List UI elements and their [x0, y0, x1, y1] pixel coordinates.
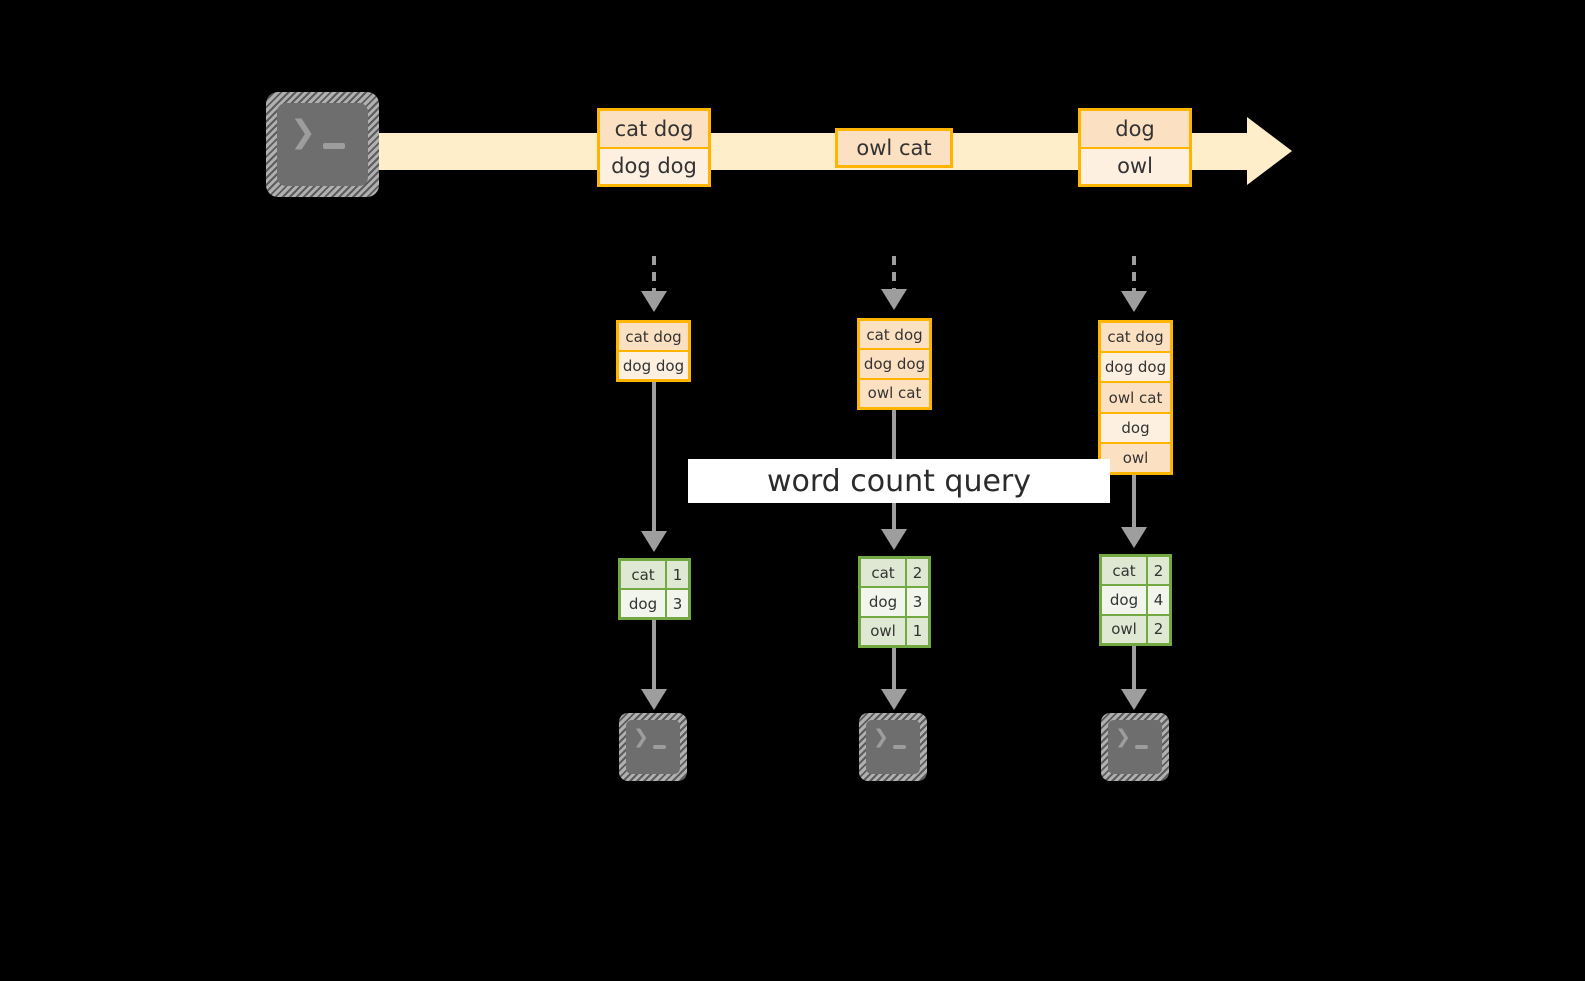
- column-2-query-arrow-head: [881, 529, 907, 550]
- input-line: owl: [1101, 443, 1170, 473]
- column-1-sink-arrow-head: [641, 689, 667, 710]
- input-line: owl cat: [1101, 383, 1170, 414]
- column-3-ingest-arrow-line: [1132, 256, 1136, 292]
- table-row: owl 1: [861, 617, 928, 645]
- terminal-prompt-chevron-icon: ❯: [1115, 726, 1131, 748]
- input-line: dog dog: [1101, 353, 1170, 384]
- stream-record-batch-3: dog owl: [1078, 108, 1192, 187]
- result-word: owl: [1102, 615, 1148, 643]
- column-1-ingest-arrow-line: [652, 256, 656, 292]
- terminal-screen: ❯: [1108, 720, 1162, 774]
- query-label-band: word count query: [688, 459, 1110, 503]
- result-word: cat: [1102, 557, 1148, 585]
- result-count: 4: [1148, 586, 1169, 614]
- column-1-sink-arrow-line: [652, 620, 656, 691]
- result-word: cat: [861, 559, 907, 587]
- column-3-query-arrow-line: [1132, 475, 1136, 529]
- table-row: dog 3: [621, 590, 688, 617]
- source-terminal-icon: ❯: [266, 92, 379, 197]
- result-count: 3: [667, 590, 688, 617]
- terminal-prompt-cursor-icon: [1135, 745, 1148, 749]
- stream-record-line: owl: [1081, 148, 1189, 184]
- stream-record-batch-2: owl cat: [835, 128, 953, 168]
- table-row: cat 2: [861, 559, 928, 589]
- result-word: dog: [621, 590, 667, 617]
- terminal-prompt-chevron-icon: ❯: [633, 726, 649, 748]
- column-1-ingest-arrow-head: [641, 291, 667, 312]
- result-word: cat: [621, 561, 667, 588]
- column-1-sink-terminal-icon: ❯: [619, 713, 687, 781]
- column-3-sink-arrow-line: [1132, 646, 1136, 691]
- terminal-screen: ❯: [277, 103, 368, 186]
- input-line: dog: [1101, 413, 1170, 444]
- input-line: cat dog: [1101, 323, 1170, 354]
- table-row: dog 4: [1102, 586, 1169, 616]
- column-2-sink-terminal-icon: ❯: [859, 713, 927, 781]
- result-count: 2: [1148, 615, 1169, 643]
- input-line: cat dog: [619, 323, 688, 352]
- result-word: owl: [861, 617, 907, 645]
- table-row: cat 2: [1102, 557, 1169, 587]
- query-label: word count query: [766, 463, 1032, 499]
- result-count: 2: [907, 559, 928, 587]
- terminal-prompt-chevron-icon: ❯: [873, 726, 889, 748]
- result-count: 1: [667, 561, 688, 588]
- column-2-sink-arrow-line: [892, 648, 896, 691]
- result-count: 2: [1148, 557, 1169, 585]
- column-2-input-table: cat dog dog dog owl cat: [857, 318, 932, 410]
- terminal-prompt-cursor-icon: [323, 143, 345, 149]
- terminal-prompt-cursor-icon: [653, 745, 666, 749]
- input-line: dog dog: [860, 350, 929, 380]
- result-word: dog: [1102, 586, 1148, 614]
- column-3-input-table: cat dog dog dog owl cat dog owl: [1098, 320, 1173, 475]
- column-3-query-arrow-head: [1121, 527, 1147, 548]
- stream-record-line: dog dog: [600, 148, 708, 184]
- table-row: dog 3: [861, 588, 928, 618]
- column-1-query-arrow-line: [652, 382, 656, 533]
- column-2-result-table: cat 2 dog 3 owl 1: [858, 556, 931, 648]
- stream-record-line: cat dog: [600, 111, 708, 149]
- table-row: owl 2: [1102, 615, 1169, 643]
- column-2-ingest-arrow-line: [892, 256, 896, 290]
- result-count: 3: [907, 588, 928, 616]
- input-line: cat dog: [860, 321, 929, 351]
- terminal-screen: ❯: [866, 720, 920, 774]
- input-line: dog dog: [619, 352, 688, 379]
- column-3-sink-arrow-head: [1121, 689, 1147, 710]
- column-1-input-table: cat dog dog dog: [616, 320, 691, 382]
- result-word: dog: [861, 588, 907, 616]
- column-2-ingest-arrow-head: [881, 289, 907, 310]
- terminal-screen: ❯: [626, 720, 680, 774]
- column-2-sink-arrow-head: [881, 689, 907, 710]
- table-row: cat 1: [621, 561, 688, 590]
- column-1-result-table: cat 1 dog 3: [618, 558, 691, 620]
- column-1-query-arrow-head: [641, 531, 667, 552]
- input-line: owl cat: [860, 379, 929, 407]
- stream-record-line: dog: [1081, 111, 1189, 149]
- stream-record-line: owl cat: [838, 131, 950, 165]
- stream-band-arrowhead: [1247, 117, 1292, 185]
- column-3-sink-terminal-icon: ❯: [1101, 713, 1169, 781]
- result-count: 1: [907, 617, 928, 645]
- column-3-ingest-arrow-head: [1121, 291, 1147, 312]
- terminal-prompt-chevron-icon: ❯: [290, 114, 316, 150]
- column-3-result-table: cat 2 dog 4 owl 2: [1099, 554, 1172, 646]
- stream-record-batch-1: cat dog dog dog: [597, 108, 711, 187]
- terminal-prompt-cursor-icon: [893, 745, 906, 749]
